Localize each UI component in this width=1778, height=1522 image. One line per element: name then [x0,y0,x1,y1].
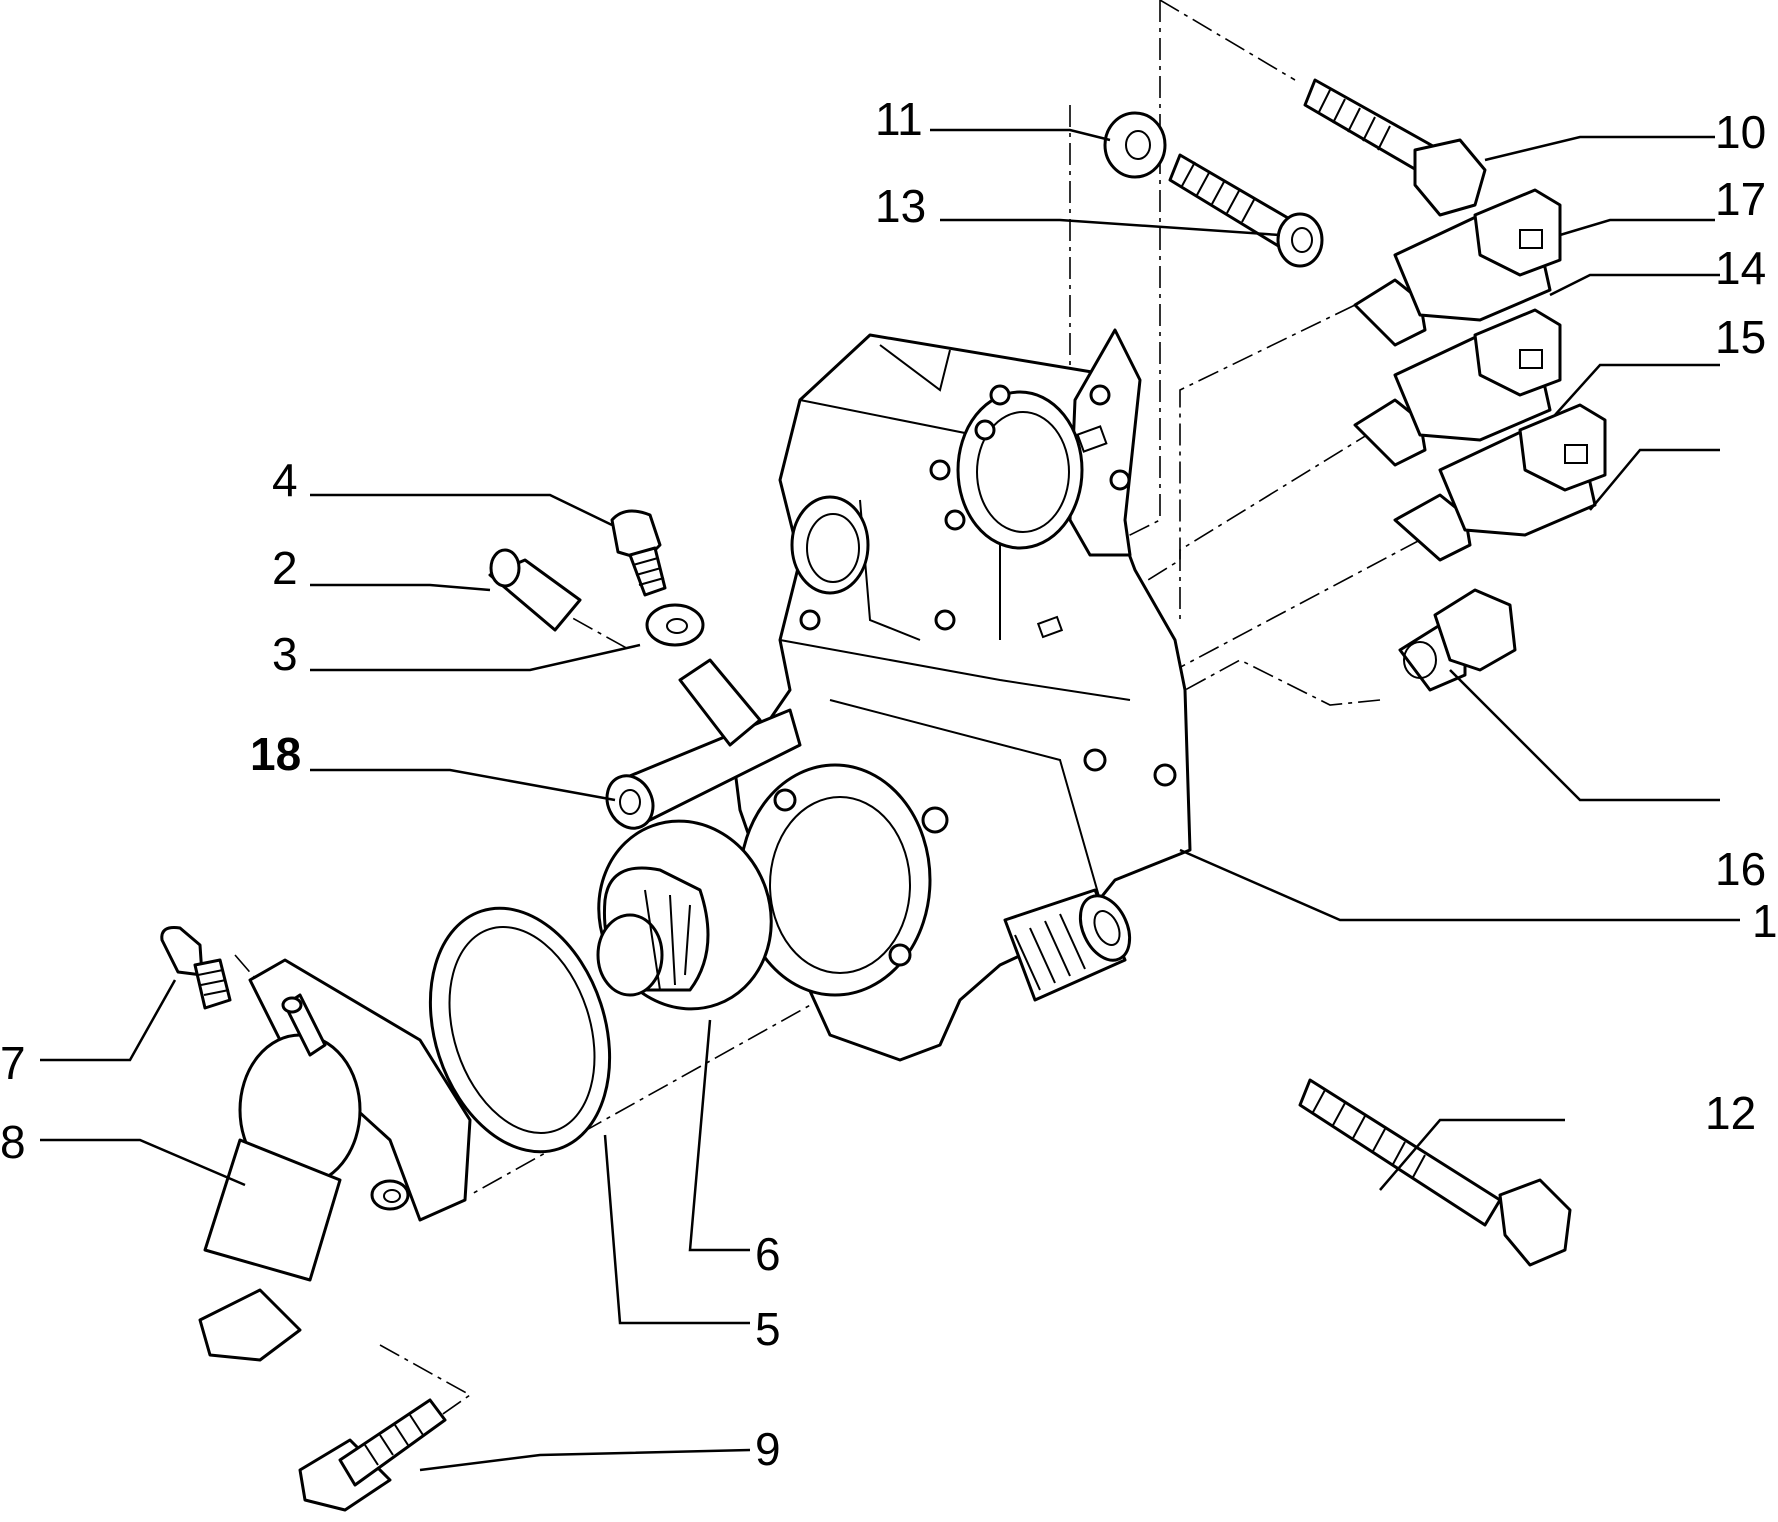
callout-8: 8 [0,1116,26,1168]
callout-17: 17 [1715,173,1766,225]
callout-12: 12 [1705,1087,1756,1139]
callout-9: 9 [755,1423,781,1475]
leader-lines [40,128,1740,1472]
callout-16: 16 [1715,843,1766,895]
long-bolt [1298,1078,1572,1267]
outlet-cover [198,958,472,1362]
callout-4: 4 [272,454,298,506]
top-washer-and-bolt [1103,111,1324,268]
plug [1398,588,1517,692]
callout-labels: 1 2 3 4 5 6 7 8 9 10 11 12 13 14 15 16 1… [0,93,1778,1475]
callout-18: 18 [250,728,301,780]
callout-3: 3 [272,628,298,680]
top-right-bolt [1303,78,1487,217]
callout-1: 1 [1752,895,1778,947]
o-ring-seal [428,906,612,1154]
callout-7: 7 [0,1037,26,1089]
sensor-15 [1393,403,1607,562]
callout-2: 2 [272,542,298,594]
callout-15: 15 [1715,311,1766,363]
cover-bolt [298,1398,447,1512]
callout-13: 13 [875,180,926,232]
thermostat-housing [733,328,1192,1062]
thermostat [596,819,773,1011]
callout-10: 10 [1715,106,1766,158]
callout-6: 6 [755,1228,781,1280]
small-parts-left [488,509,705,647]
bleed-screw [160,926,232,1010]
sensor-17 [1353,188,1562,347]
callout-5: 5 [755,1303,781,1355]
sensor-14 [1353,308,1562,467]
callout-14: 14 [1715,242,1766,294]
callout-11: 11 [875,93,923,145]
bent-pipe [605,658,802,830]
